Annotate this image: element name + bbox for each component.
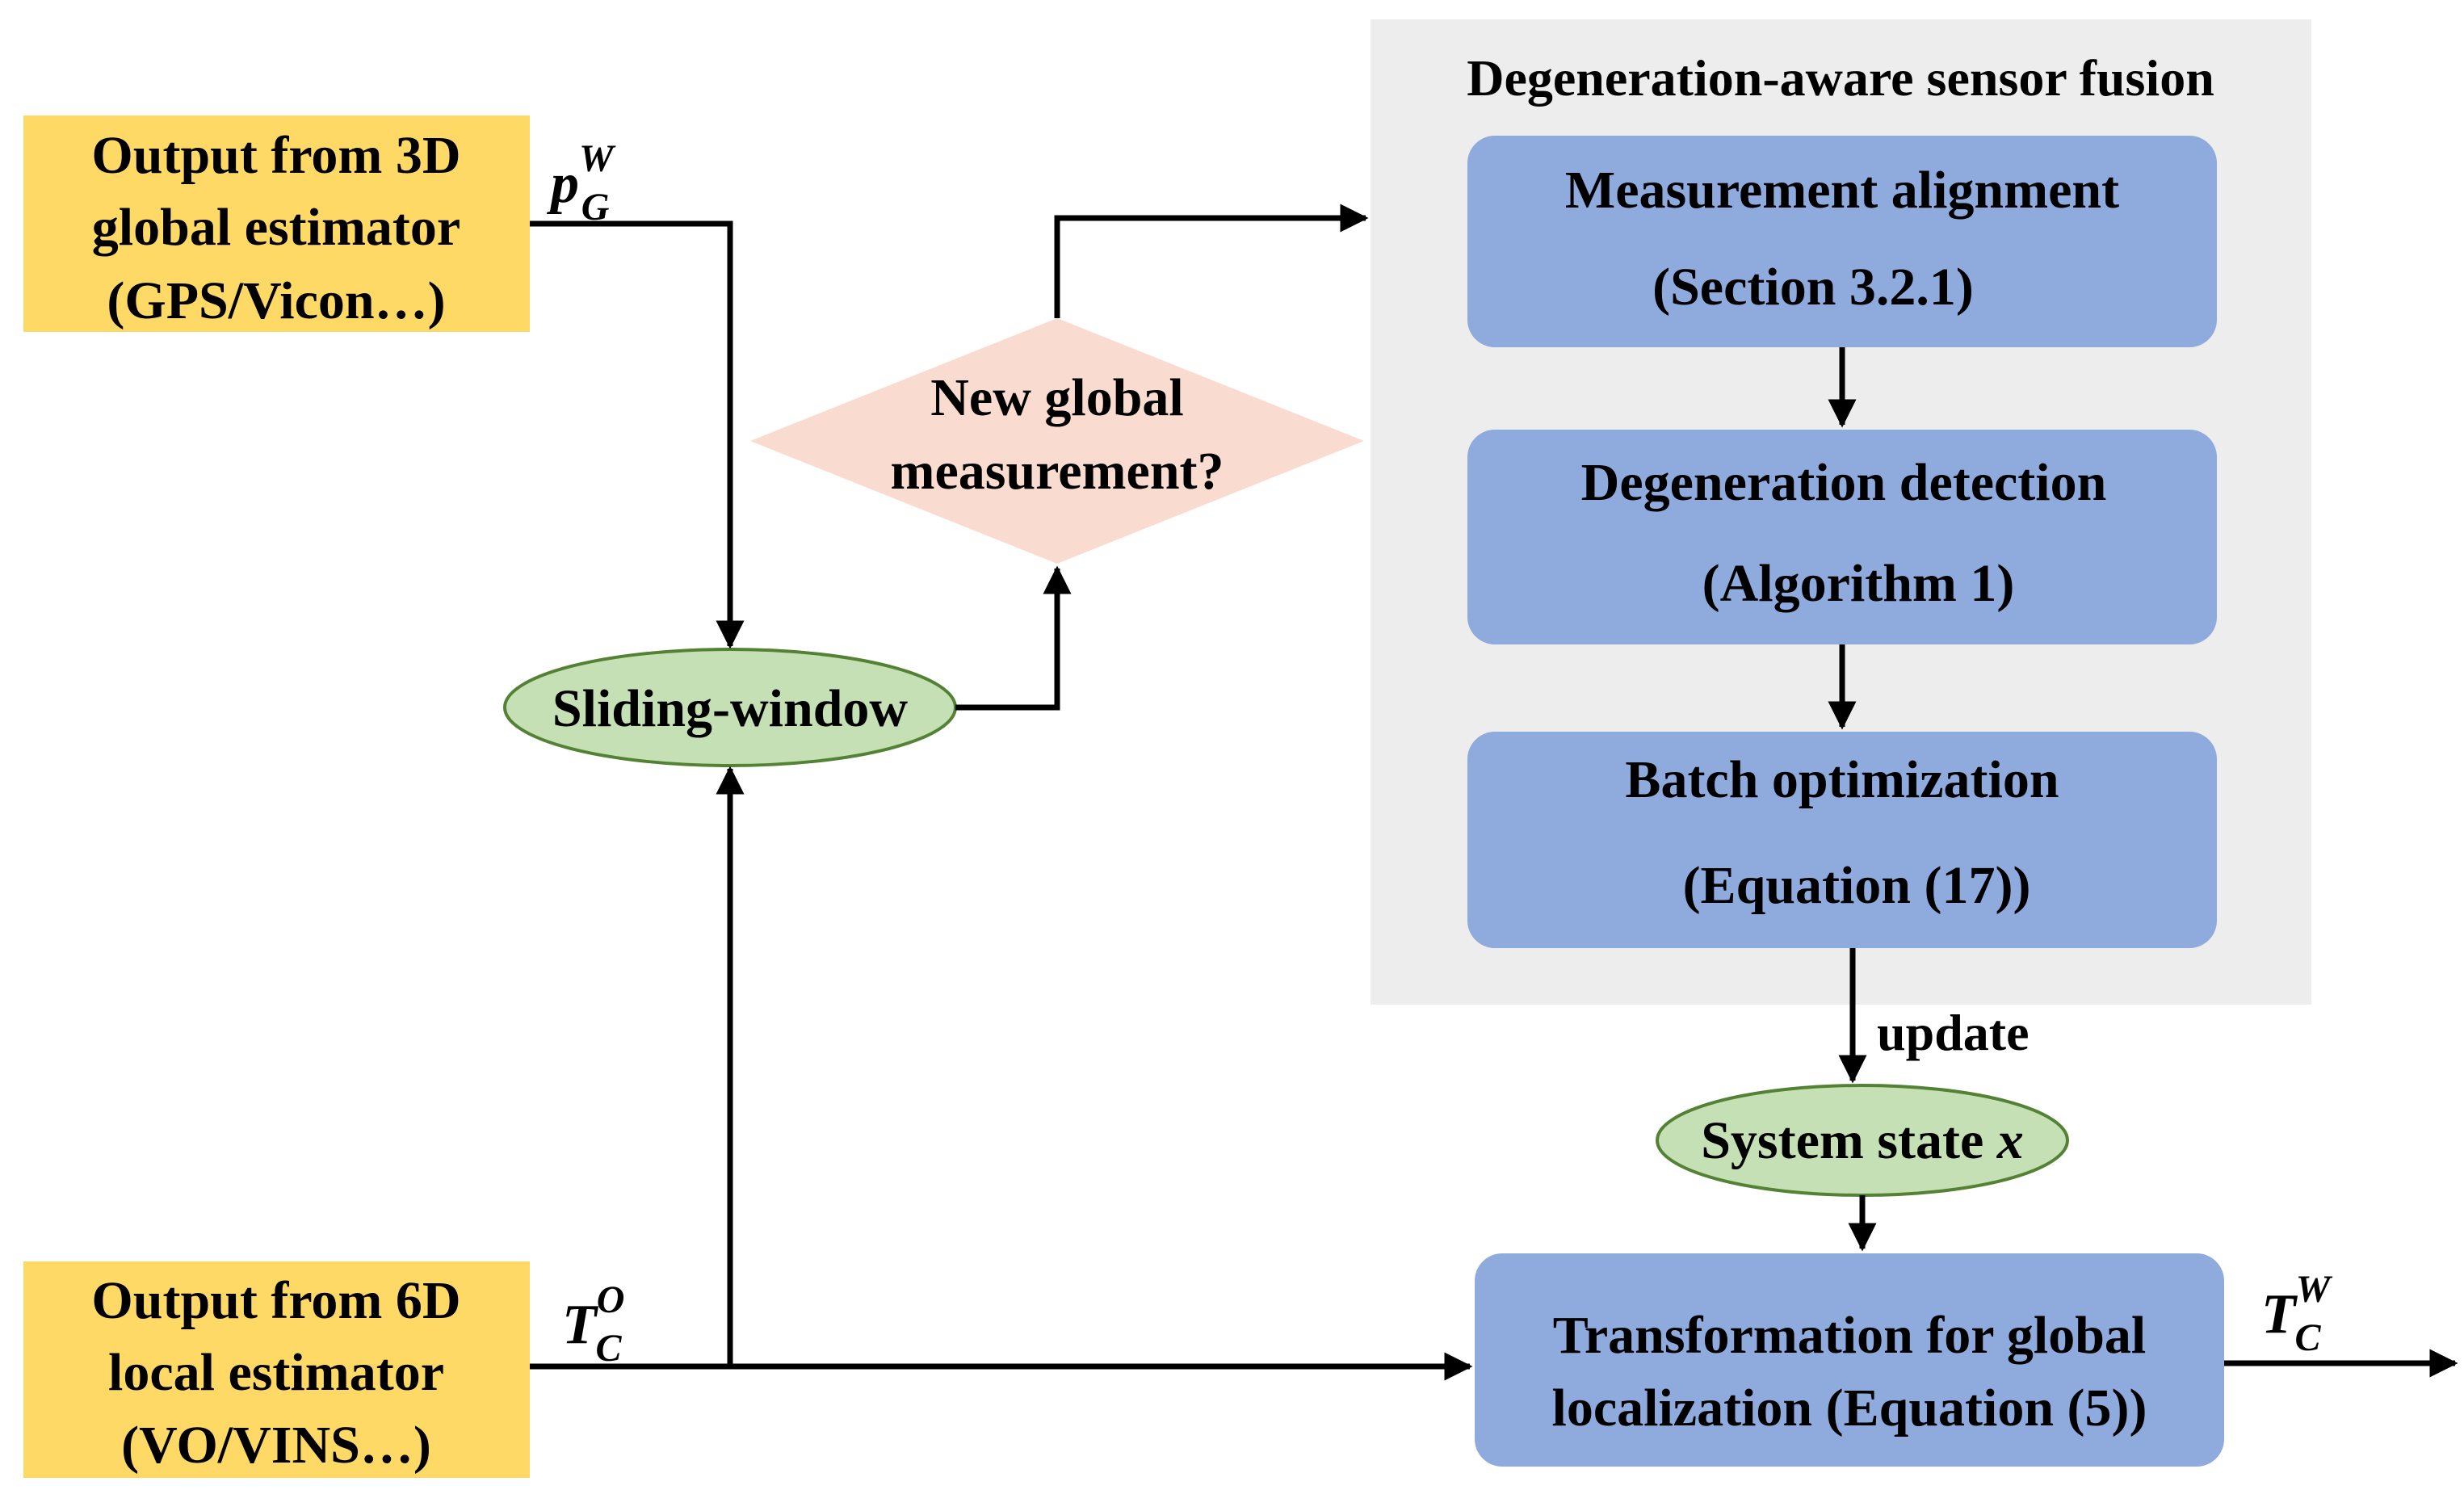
step-title: Batch optimization — [1625, 750, 2059, 809]
transformation-line: localization (Equation (5)) — [1552, 1379, 2147, 1438]
transformation-box: Transformation for global localization (… — [1475, 1253, 2224, 1467]
decision-new-global-measurement: New global measurement? — [750, 318, 1364, 564]
step-title: Degeneration detection — [1581, 453, 2107, 512]
fusion-panel-title: Degeneration-aware sensor fusion — [1467, 49, 2214, 107]
step-degeneration-detection: Degeneration detection (Algorithm 1) — [1467, 430, 2217, 644]
input-line: (GPS/Vicon…) — [107, 271, 445, 330]
input-global-estimator: Output from 3D global estimator (GPS/Vic… — [23, 115, 530, 332]
system-state-label: System state x — [1701, 1111, 2024, 1170]
arrow-sliding-window-to-decision — [955, 565, 1072, 711]
step-ref: (Algorithm 1) — [1702, 554, 2015, 613]
arrow-global-to-sliding-window — [530, 220, 745, 649]
connectors — [530, 204, 2458, 1381]
decision-line: measurement? — [890, 442, 1224, 501]
input-line: global estimator — [92, 198, 460, 257]
step-title: Measurement alignment — [1565, 161, 2119, 220]
system-state-node: System state x — [1656, 1084, 2069, 1197]
input-local-estimator: Output from 6D local estimator (VO/VINS…… — [23, 1261, 530, 1478]
step-ref: (Equation (17)) — [1683, 856, 2031, 915]
sliding-window-label: Sliding-window — [552, 679, 909, 738]
input-line: local estimator — [108, 1343, 444, 1402]
input-line: Output from 6D — [91, 1271, 460, 1330]
step-batch-optimization: Batch optimization (Equation (17)) — [1467, 732, 2217, 948]
arrow-decision-to-fusion — [1054, 204, 1369, 318]
step-ref: (Section 3.2.1) — [1652, 258, 1974, 317]
input-line: (VO/VINS…) — [121, 1416, 431, 1475]
input-line: Output from 3D — [91, 126, 460, 185]
step-measurement-alignment: Measurement alignment (Section 3.2.1) — [1467, 136, 2217, 347]
decision-line: New global — [930, 368, 1184, 427]
sliding-window-node: Sliding-window — [503, 648, 957, 767]
transformation-line: Transformation for global — [1553, 1306, 2147, 1365]
update-label: update — [1877, 1004, 2030, 1061]
